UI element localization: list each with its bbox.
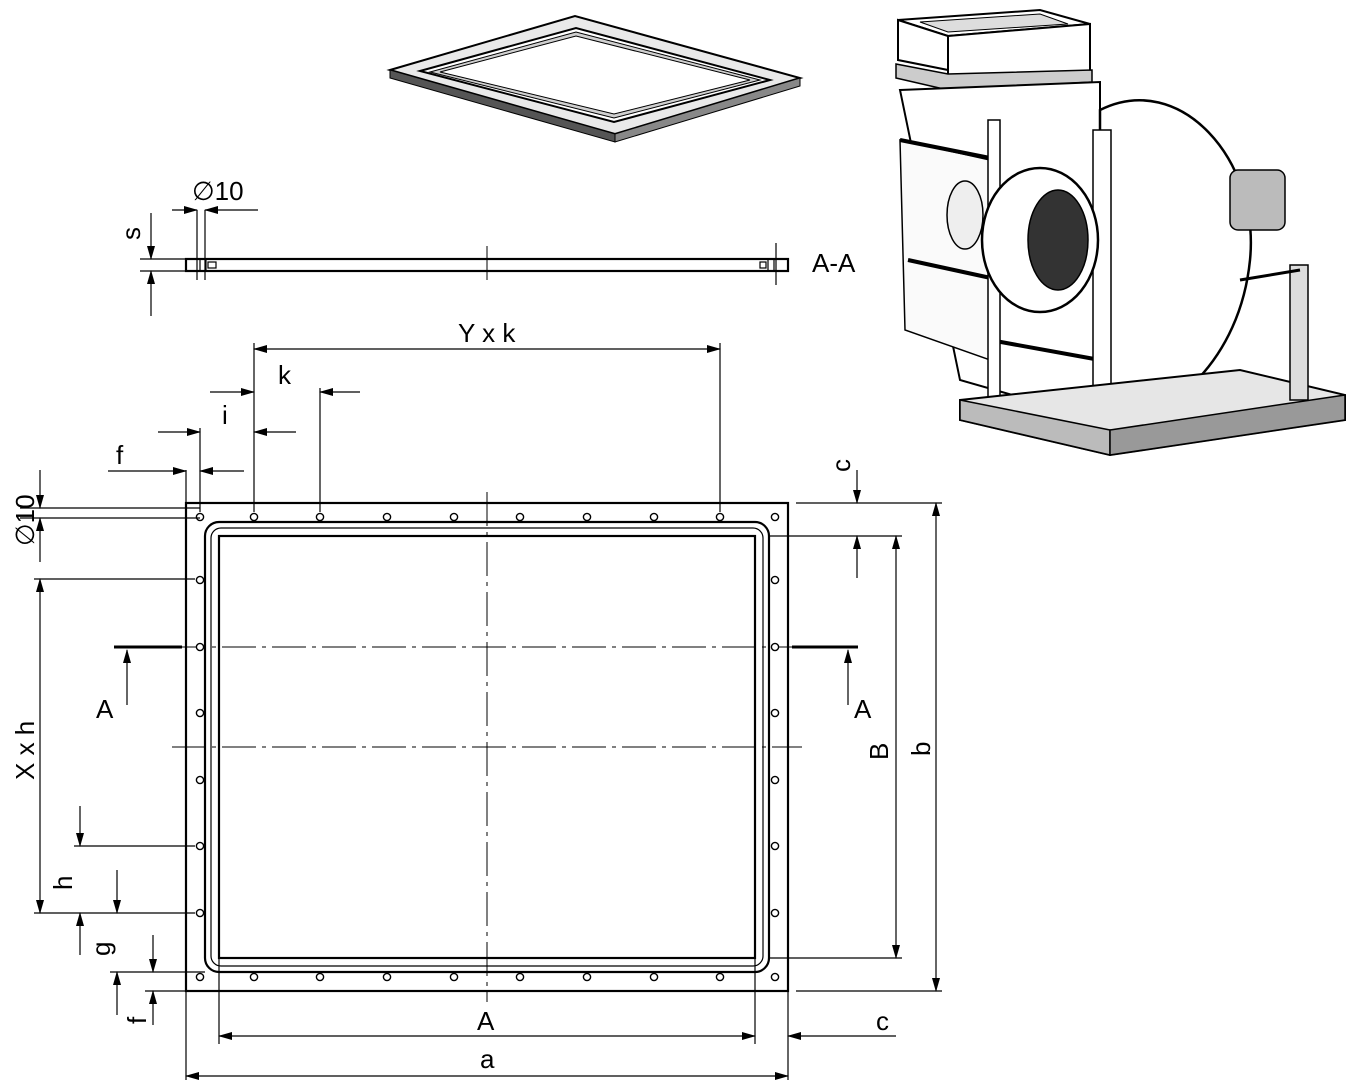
bolt-hole [515,972,525,982]
bolt-hole [770,972,780,982]
bolt-hole [770,841,780,851]
hole-diameter-section-label: ∅10 [192,176,244,206]
bolt-hole [770,512,780,522]
thickness-label: s [116,227,146,240]
bolt-hole [449,512,459,522]
section-arrow-right-label: A [854,694,872,724]
section-name-label: A-A [812,248,856,278]
pitch-h-label: h [48,876,78,890]
bolt-holes [195,512,780,982]
flange-width-c-top-label: c [826,459,856,472]
bolt-hole [770,708,780,718]
section-arrow-left-label: A [96,694,114,724]
bolt-hole [770,642,780,652]
pitch-k-label: k [278,360,292,390]
bolt-hole [449,972,459,982]
bolt-hole [382,972,392,982]
bolt-hole [249,972,259,982]
hole-pitch-col-label: X x h [10,721,40,780]
bolt-hole [770,575,780,585]
hole-pitch-row-label: Y x k [458,318,516,348]
section-cut-marks [114,645,858,705]
inner-height-label: B [864,743,894,760]
bolt-hole [195,575,205,585]
offset-f-top-label: f [116,440,124,470]
bolt-hole [195,841,205,851]
bolt-hole [195,908,205,918]
flange-isometric-icon [386,14,804,143]
bottom-dimensions [185,958,896,1080]
bolt-hole [649,972,659,982]
bolt-hole [770,908,780,918]
offset-g-label: g [86,942,116,956]
centrifugal-fan-icon [895,8,1346,457]
bolt-hole [195,642,205,652]
bolt-hole [315,512,325,522]
hole-diameter-plan-label: ∅10 [10,494,40,546]
offset-i-label: i [222,400,228,430]
bolt-hole [582,972,592,982]
bolt-hole [649,512,659,522]
offset-f-left-label: f [122,1016,152,1024]
bolt-hole [382,512,392,522]
bolt-hole [515,512,525,522]
section-a-a [140,206,790,316]
outer-height-label: b [906,742,936,756]
bolt-hole [195,708,205,718]
bolt-hole [249,512,259,522]
bolt-hole [195,775,205,785]
left-dimensions [20,470,205,1025]
flange-width-c-bottom-label: c [876,1006,889,1036]
bolt-hole [195,512,205,522]
bolt-hole [715,512,725,522]
bolt-hole [715,972,725,982]
top-dimensions [108,343,721,512]
outer-width-label: a [480,1044,495,1074]
inner-width-label: A [477,1006,495,1036]
bolt-hole [770,775,780,785]
bolt-hole [195,972,205,982]
bolt-hole [582,512,592,522]
bolt-hole [315,972,325,982]
right-dimensions [770,470,942,992]
flange-plan-view [172,492,802,1002]
